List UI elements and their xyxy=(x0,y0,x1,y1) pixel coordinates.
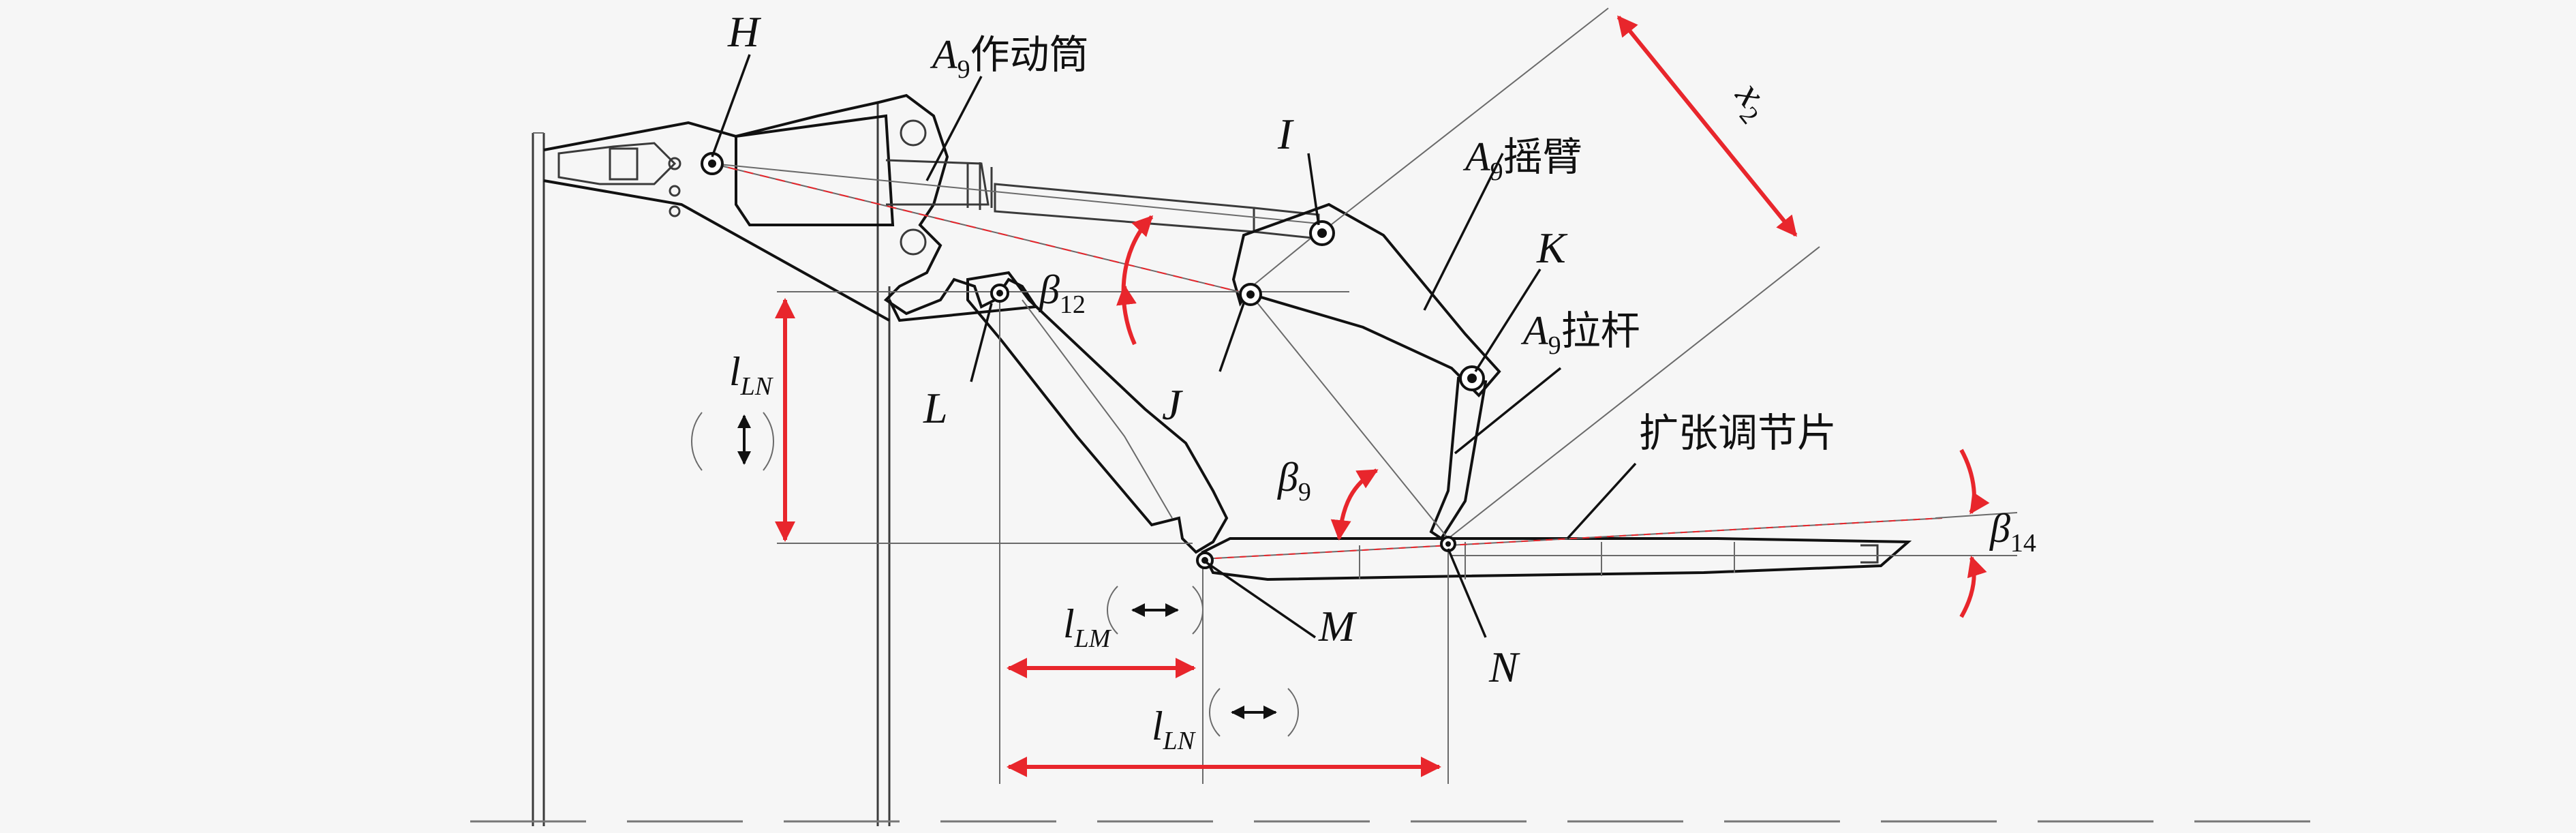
dimension-x2 xyxy=(1616,15,1798,237)
label-J: J xyxy=(1162,380,1183,429)
label-pull-rod: A9拉杆 xyxy=(1520,307,1640,360)
label-lLM: lLM xyxy=(1063,601,1112,653)
label-K: K xyxy=(1536,224,1568,272)
pivot-H xyxy=(701,152,724,175)
label-actuator: A9作动筒 xyxy=(930,31,1089,84)
pivot-K xyxy=(1459,365,1485,391)
angle-beta9 xyxy=(1330,468,1379,541)
label-beta14: β14 xyxy=(1989,506,2036,558)
label-L: L xyxy=(923,384,948,432)
pull-rod xyxy=(1429,376,1488,541)
label-beta9: β9 xyxy=(1277,455,1311,506)
double-arrow-lLN-vertical xyxy=(691,412,774,471)
flap-link xyxy=(966,271,1229,554)
label-divergent-flap: 扩张调节片 xyxy=(1639,410,1837,456)
label-I: I xyxy=(1277,110,1294,158)
label-lLN-vertical: lLN xyxy=(729,349,774,401)
label-beta12: β12 xyxy=(1039,267,1086,319)
label-N: N xyxy=(1488,643,1520,691)
double-arrow-lLM xyxy=(1107,586,1203,635)
divergent-flap xyxy=(1201,537,1912,581)
label-lLN-horizontal: lLN xyxy=(1152,703,1197,755)
label-rocker: A9摇臂 xyxy=(1462,134,1582,186)
pivot-J xyxy=(1239,283,1262,306)
pivot-I xyxy=(1309,220,1335,246)
label-x2: x2 xyxy=(1721,72,1781,130)
label-H: H xyxy=(727,7,762,56)
construction-lines xyxy=(711,7,2018,784)
double-arrow-lLN-horizontal xyxy=(1209,688,1299,737)
support-bracket xyxy=(543,93,1039,322)
angle-beta14 xyxy=(1959,449,1990,618)
pivot-L xyxy=(990,284,1009,303)
label-M: M xyxy=(1318,602,1358,650)
angle-beta12 xyxy=(1116,215,1154,346)
leader-lines xyxy=(711,54,1637,639)
engine-frame xyxy=(532,102,891,826)
actuator-cylinder xyxy=(711,114,1320,240)
pivot-N xyxy=(1440,536,1456,552)
